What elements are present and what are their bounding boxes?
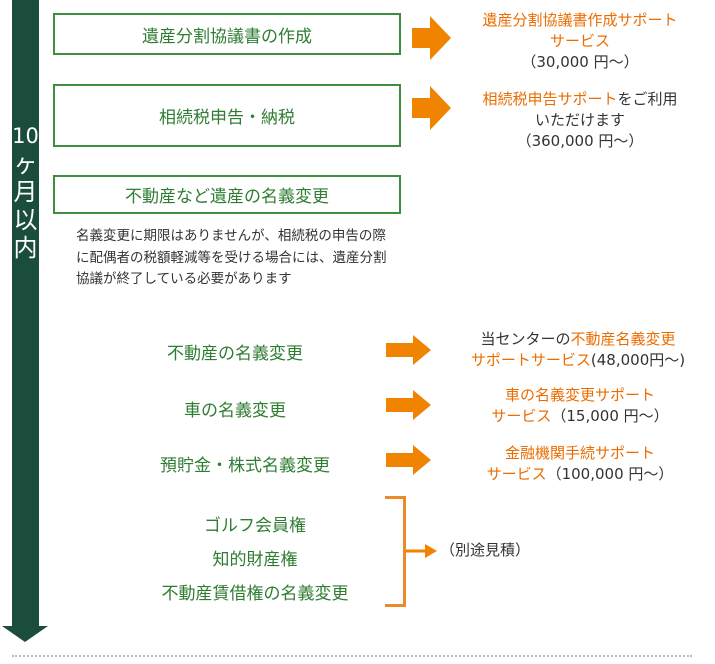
task-box-title-transfer: 不動産など遺産の名義変更 [53, 175, 401, 214]
timeline-arrow-head [2, 626, 48, 642]
service-name-cont: サービス [549, 32, 610, 50]
arrow-right-icon [386, 445, 431, 475]
service-name-cont: サービス [491, 407, 552, 425]
service-prefix: 当センターの [480, 330, 571, 348]
service-text-cont: いただけます [534, 111, 625, 129]
subtask-car: 車の名義変更 [184, 401, 286, 421]
service-real-estate-transfer: 当センターの不動産名義変更 サポートサービス(48,000円〜) [443, 329, 713, 371]
service-name-cont: サービス [486, 465, 547, 483]
timeline-char: 月 [13, 178, 38, 206]
service-price: （30,000 円〜） [521, 53, 639, 71]
service-price: （100,000 円〜） [546, 465, 674, 483]
timeline-char: 以 [13, 206, 38, 234]
title-transfer-note: 名義変更に期限はありませんが、相続税の申告の際に配偶者の税額軽減等を受ける場合に… [76, 228, 387, 287]
timeline-bar [12, 0, 39, 627]
timeline-char: 内 [13, 234, 38, 262]
task-box-inheritance-agreement: 遺産分割協議書の作成 [53, 13, 401, 55]
timeline-label: 10 ヶ 月 以 内 [10, 122, 41, 262]
subtask-deposits-stocks: 預貯金・株式名義変更 [160, 456, 330, 476]
service-name: 車の名義変更サポート [504, 386, 655, 404]
service-tax-filing: 相続税申告サポートをご利用 いただけます （360,000 円〜） [455, 89, 705, 152]
other-item-lease-right: 不動産賃借権の名義変更 [161, 584, 349, 604]
task-box-inheritance-tax: 相続税申告・納税 [53, 84, 401, 147]
others-bracket [385, 496, 406, 607]
service-name: 金融機関手続サポート [504, 444, 655, 462]
arrow-right-icon [425, 544, 437, 558]
arrow-right-icon [412, 86, 451, 130]
arrow-right-icon [386, 390, 431, 420]
subtask-real-estate: 不動産の名義変更 [167, 344, 303, 364]
service-price: (48,000円〜) [590, 351, 686, 369]
timeline-char: ヶ [13, 150, 38, 178]
service-name: 遺産分割協議書作成サポート [482, 11, 678, 29]
service-name: 相続税申告サポート [482, 90, 618, 108]
service-agreement-creation: 遺産分割協議書作成サポート サービス （30,000 円〜） [455, 10, 705, 73]
task-label: 不動産など遺産の名義変更 [125, 187, 329, 207]
service-car-transfer: 車の名義変更サポート サービス（15,000 円〜） [450, 385, 710, 427]
service-financial-procedures: 金融機関手続サポート サービス（100,000 円〜） [450, 443, 710, 485]
task-label: 遺産分割協議書の作成 [142, 26, 312, 47]
task-label: 相続税申告・納税 [159, 108, 295, 128]
timeline-char: 10 [12, 124, 39, 148]
arrow-right-icon [386, 335, 431, 365]
service-name-cont: サポートサービス [470, 351, 591, 369]
other-item-golf-membership: ゴルフ会員権 [204, 516, 306, 536]
bottom-divider [12, 655, 692, 657]
others-estimate: （別途見積） [440, 541, 531, 559]
service-name: 不動産名義変更 [570, 330, 676, 348]
service-price: （15,000 円〜） [551, 407, 669, 425]
arrow-right-icon [412, 16, 451, 60]
other-item-intellectual-property: 知的財産権 [212, 550, 298, 570]
service-price: （360,000 円〜） [516, 132, 644, 150]
service-text: をご利用 [617, 90, 678, 108]
